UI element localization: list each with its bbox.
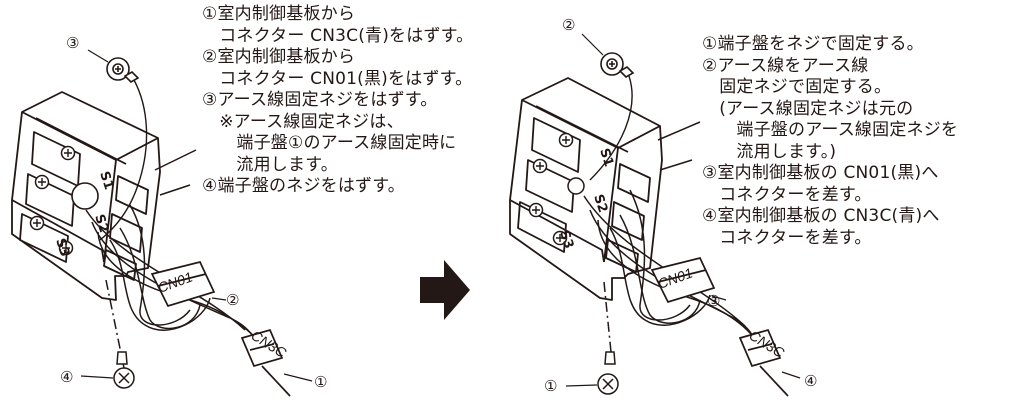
left-step-line: コネクター CN3C(青)をはずす。 [202, 25, 474, 46]
right-cn3c-connector [738, 328, 789, 397]
left-cn3c-connector [240, 328, 291, 397]
right-step-line: 端子盤のアース線固定ネジを [702, 120, 959, 140]
right-step-line: コネクターを差す。 [702, 227, 872, 248]
right-cn01-connector [650, 257, 716, 304]
right-terminal-s3: S3 [556, 229, 576, 251]
right-terminal-screw [565, 281, 619, 395]
left-step-line: ②室内制御基板から [202, 47, 356, 67]
left-callout-1: ① [314, 373, 327, 391]
right-earth-screw [589, 52, 635, 181]
right-step-line: ④室内制御基板の CN3C(青)へ [702, 206, 940, 226]
right-terminal-s1: S1 [596, 147, 616, 169]
left-ground-screw [99, 57, 148, 241]
left-step-line: ③アース線固定ネジをはずす。 [202, 90, 438, 110]
left-step-line: 流用します。 [202, 154, 338, 175]
left-step-line: コネクター CN01(黒)をはずす。 [202, 68, 473, 89]
right-step-line: ②アース線をアース線 [702, 55, 869, 76]
left-terminal-s3: S3 [52, 237, 72, 259]
right-step-line: ③室内制御基板の CN01(黒)へ [702, 163, 939, 183]
left-callout-3: ③ [66, 34, 79, 52]
left-terminal-s1: S1 [96, 170, 116, 192]
right-callout-1: ① [544, 377, 557, 395]
left-step-line: ※アース線固定ネジは、 [202, 111, 404, 132]
right-terminal-s2: S2 [590, 193, 610, 215]
right-callout-2: ② [562, 16, 575, 34]
left-terminal-s2: S2 [91, 213, 111, 235]
left-instructions: ①室内制御基板から コネクター CN3C(青)をはずす。 ②室内制御基板から コ… [202, 4, 473, 198]
right-callout-3: ③ [707, 292, 720, 310]
right-step-line: 流用します。) [702, 141, 837, 162]
right-arrow-icon [420, 260, 470, 320]
right-terminal-block [509, 77, 663, 301]
right-instructions: ①端子盤をネジで固定する。 ②アース線をアース線 固定ネジで固定する。 (アース… [702, 34, 958, 249]
right-step-line: (アース線固定ネジは元の [702, 98, 914, 119]
right-step-line: 固定ネジで固定する。 [702, 77, 892, 97]
left-step-line: 端子盤①のアース線固定時に [202, 133, 457, 153]
left-cn01-connector [150, 261, 216, 308]
left-terminal-screw [80, 279, 135, 389]
right-step-line: ①端子盤をネジで固定する。 [702, 34, 924, 54]
left-step-line: ①室内制御基板から [202, 4, 356, 24]
left-callout-2: ② [226, 291, 239, 309]
right-callout-4: ④ [804, 372, 817, 390]
right-ground-screw-head [567, 177, 585, 195]
left-ground-hole [71, 182, 99, 210]
left-step-line: ④端子盤のネジをはずす。 [202, 176, 405, 196]
left-callout-4: ④ [60, 368, 73, 386]
right-step-line: コネクターを差す。 [702, 184, 872, 205]
